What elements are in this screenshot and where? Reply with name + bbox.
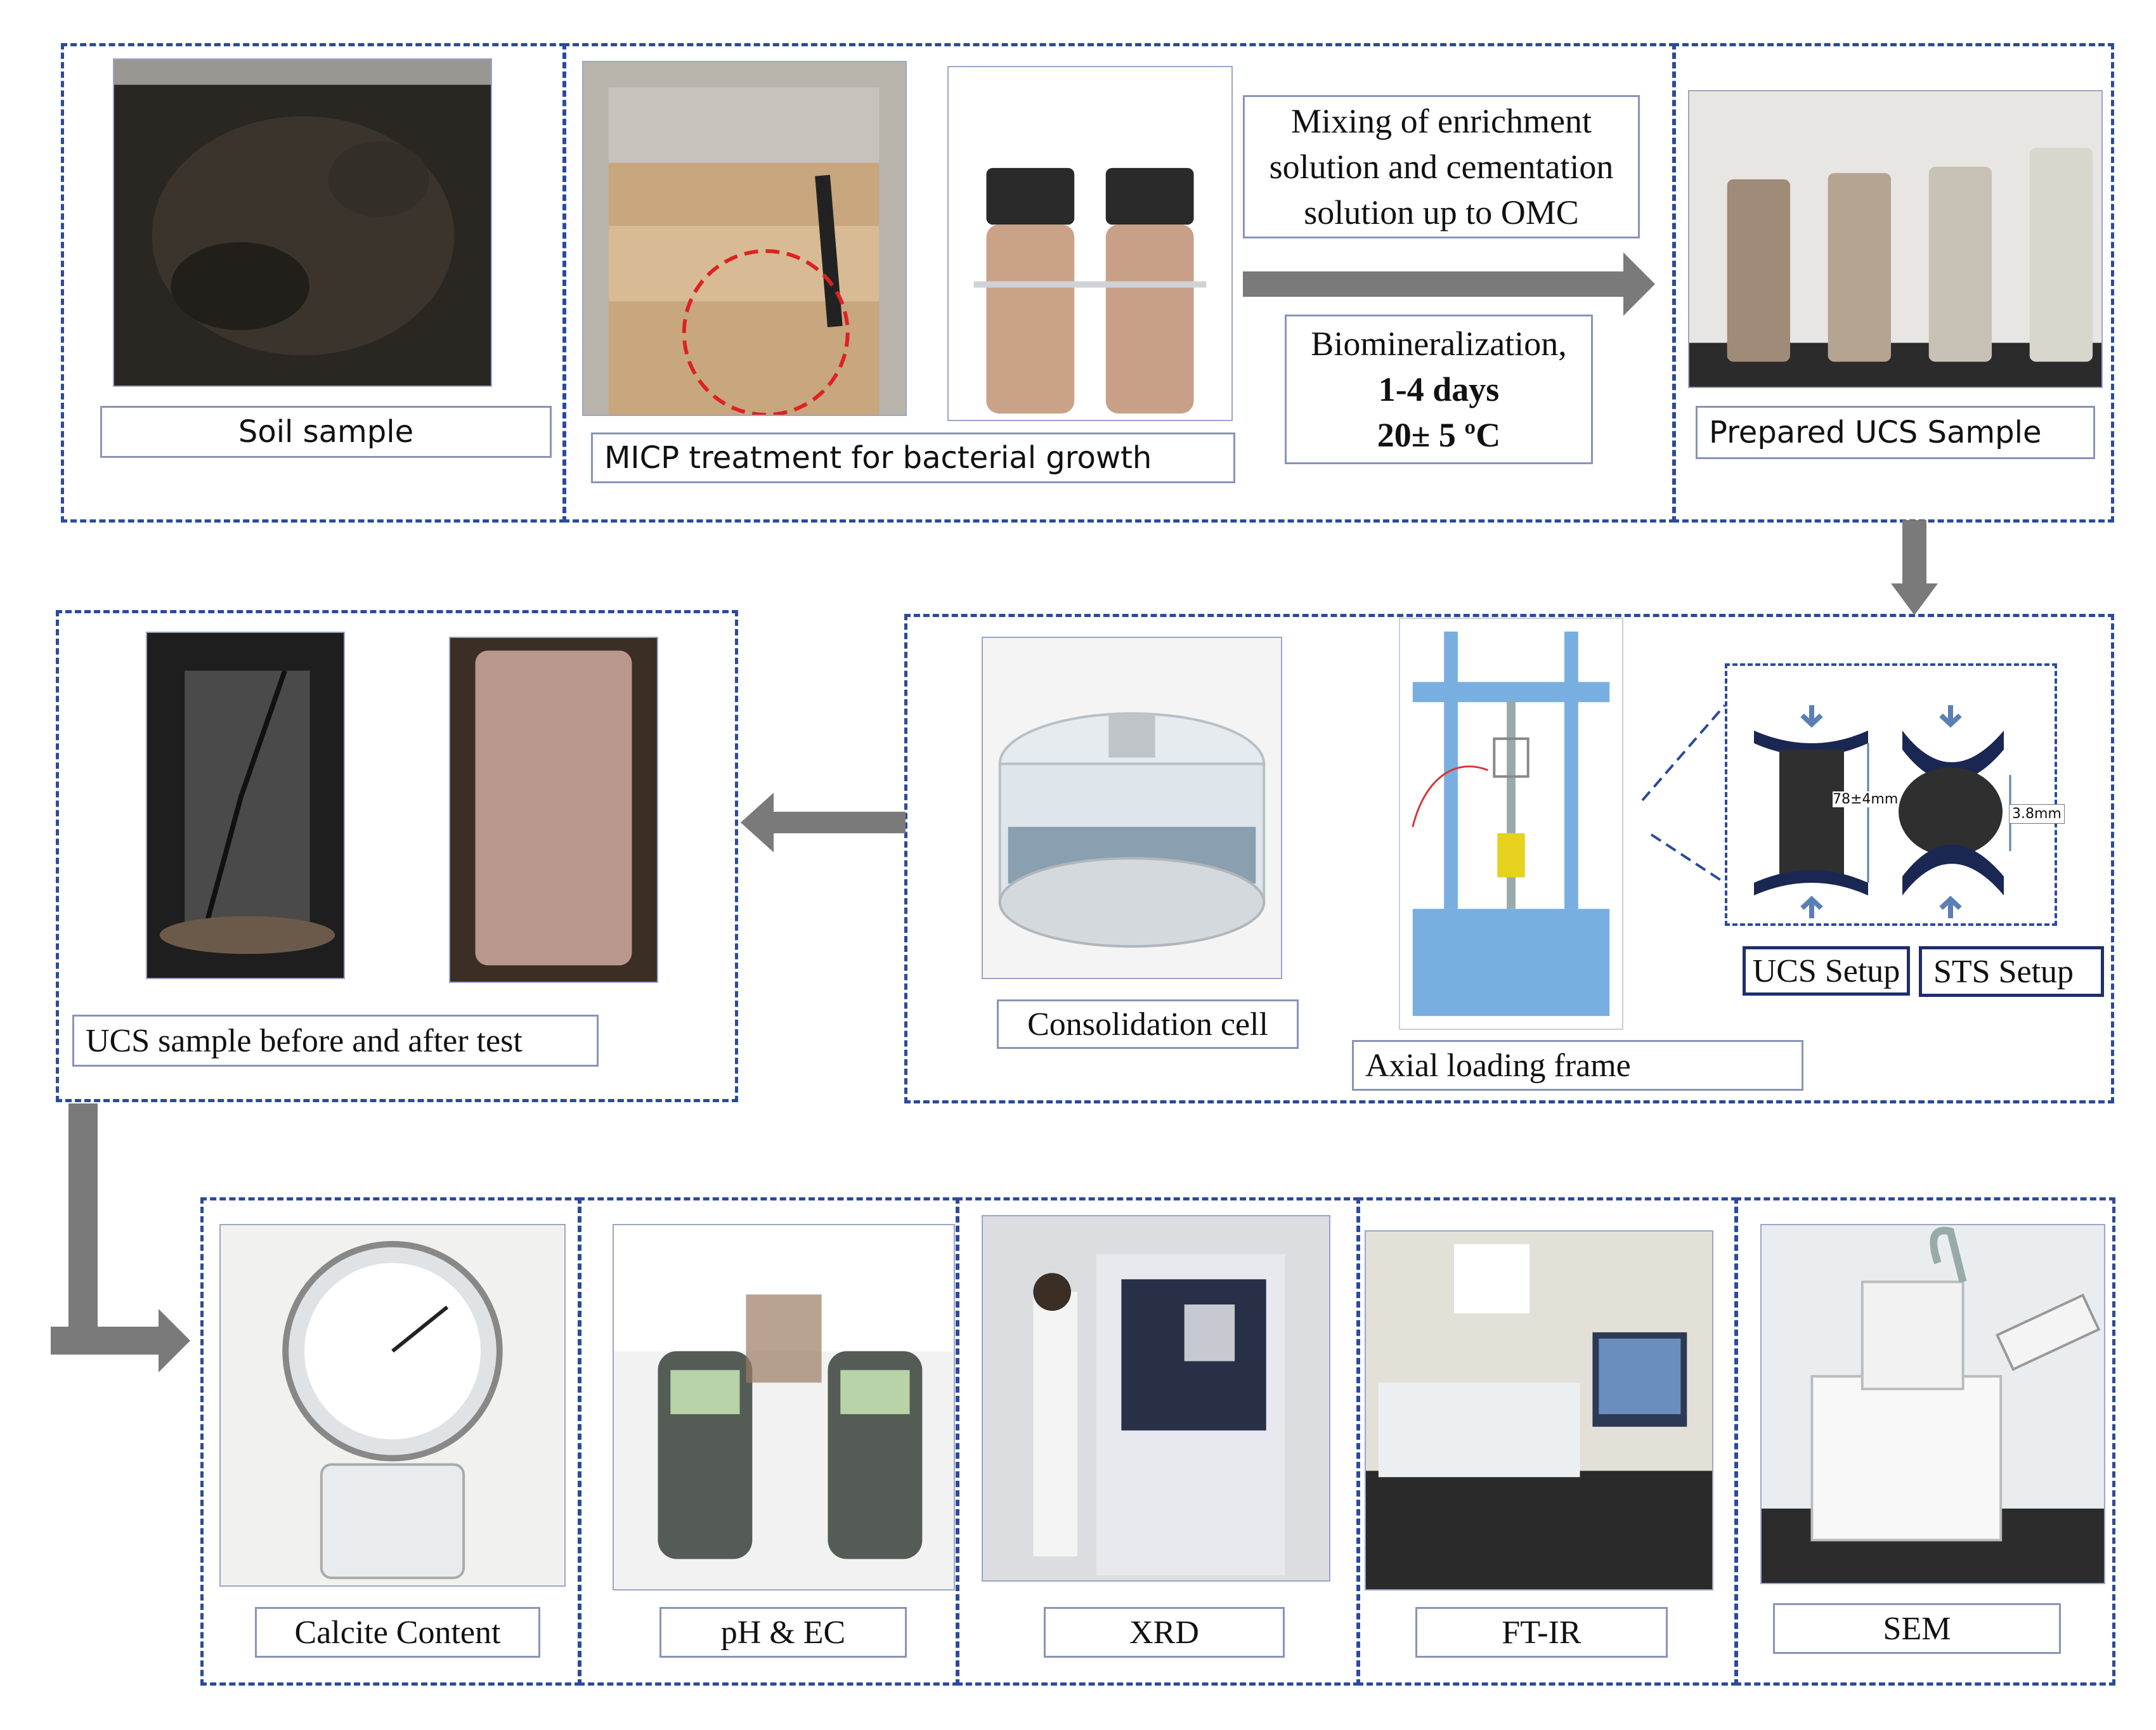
mixing-line-2: solution and cementation	[1269, 148, 1614, 186]
ucs-sts-setup-inset	[1725, 663, 2057, 926]
sem-photo	[1760, 1224, 2105, 1584]
sts-setup-drawing	[1896, 705, 2043, 918]
arrow-down-head	[1891, 583, 1938, 615]
soil-sample-photo	[113, 58, 492, 387]
arrow-down-shaft	[1902, 520, 1926, 587]
soil-sample-label: Soil sample	[100, 406, 552, 458]
sts-dimension-label: 3.8mm	[2009, 804, 2065, 824]
ucs-setup-drawing	[1741, 705, 1882, 918]
ph-ec-photo	[613, 1224, 955, 1590]
xrd-photo	[982, 1215, 1330, 1582]
bio-days: 1-4 days	[1378, 370, 1500, 408]
calcite-photo	[219, 1224, 566, 1587]
micp-jar-photo	[582, 61, 907, 416]
bacteria-vials-photo	[947, 66, 1233, 421]
axial-loading-frame-label: Axial loading frame	[1352, 1040, 1803, 1091]
bio-temp: 20± 5 ºC	[1377, 416, 1501, 454]
biomineralization-textbox: Biomineralization, 1-4 days 20± 5 ºC	[1285, 315, 1593, 464]
ftir-photo	[1365, 1230, 1713, 1590]
ucs-before-after-label: UCS sample before and after test	[72, 1015, 599, 1067]
calcite-label: Calcite Content	[255, 1607, 540, 1658]
prepared-ucs-photo	[1688, 90, 2103, 388]
mixing-textbox: Mixing of enrichment solution and cement…	[1243, 95, 1640, 238]
ucs-before-test-photo	[449, 637, 658, 983]
ucs-after-test-photo	[146, 632, 345, 979]
arrow-left-head	[741, 793, 774, 852]
prepared-ucs-label: Prepared UCS Sample	[1696, 406, 2095, 459]
prepared-sample-panel	[1673, 43, 2114, 523]
mixing-line-1: Mixing of enrichment	[1291, 102, 1592, 140]
xrd-label: XRD	[1044, 1607, 1285, 1658]
consolidation-cell-photo	[982, 637, 1282, 979]
ph-ec-label: pH & EC	[659, 1607, 907, 1658]
axial-loading-frame-drawing	[1399, 618, 1623, 1030]
ucs-setup-label: UCS Setup	[1743, 946, 1910, 996]
consolidation-cell-label: Consolidation cell	[997, 999, 1299, 1049]
testing-setup-panel	[904, 614, 2114, 1103]
arrow-left-shaft	[772, 812, 906, 833]
bio-title: Biomineralization,	[1311, 325, 1567, 363]
arrow-elbow-head	[159, 1309, 190, 1372]
sem-panel	[1735, 1197, 2115, 1686]
micp-label: MICP treatment for bacterial growth	[591, 432, 1235, 483]
ucs-test-panel	[56, 610, 738, 1102]
arrow-elbow-horizontal	[51, 1327, 165, 1355]
ftir-label: FT-IR	[1415, 1607, 1668, 1658]
sts-setup-label: STS Setup	[1919, 946, 2104, 997]
arrow-elbow-vertical	[68, 1103, 98, 1352]
ucs-dimension-label: 78±4mm	[1833, 791, 1899, 807]
mixing-line-3: solution up to OMC	[1304, 193, 1579, 231]
sem-label: SEM	[1773, 1603, 2061, 1654]
